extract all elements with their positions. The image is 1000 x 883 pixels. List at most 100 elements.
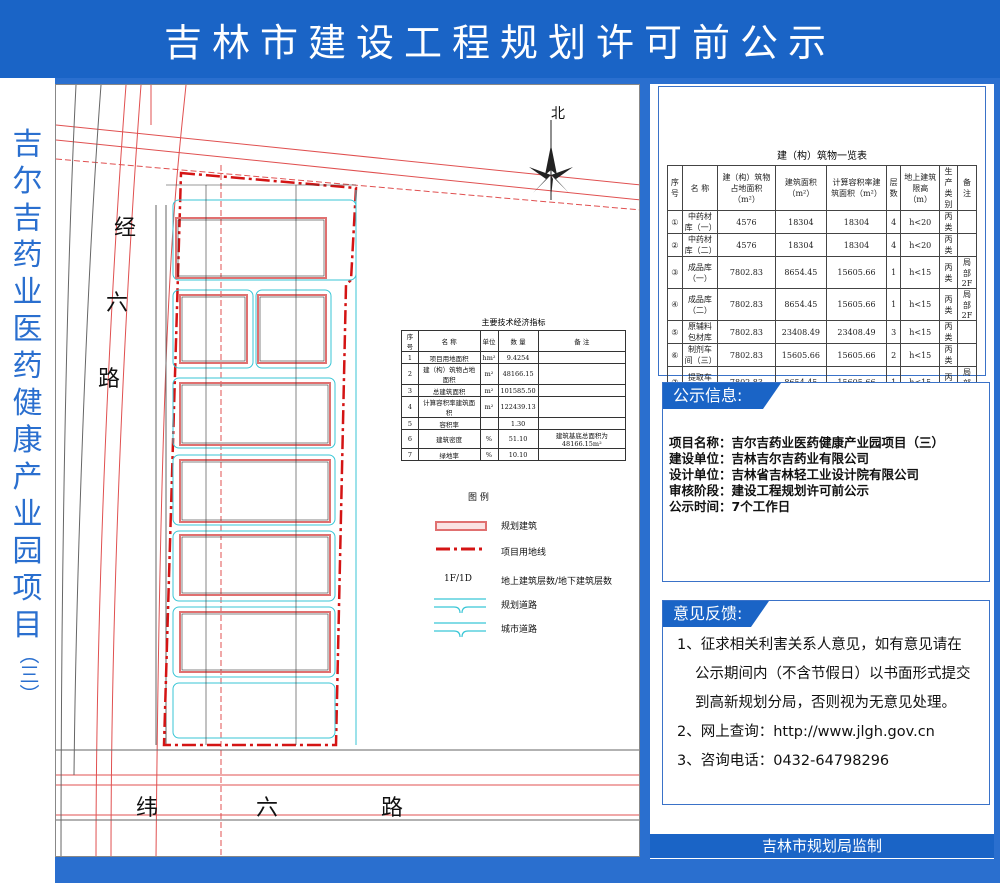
road-label-jing: 六 <box>106 291 129 316</box>
build-cell: 7802.83 <box>717 320 776 344</box>
build-cell: 制剂车间（三） <box>681 343 719 367</box>
build-cell: 8654.45 <box>774 256 828 289</box>
build-cell: h<15 <box>900 288 940 321</box>
feedback-box: 意见反馈: 1、征求相关利害关系人意见，如有意见请在公示期间内（不含节假日）以书… <box>662 600 990 805</box>
build-cell: 15605.66 <box>826 256 887 289</box>
tech-cell: 1.30 <box>497 417 539 430</box>
build-cell: 18304 <box>774 233 828 257</box>
tech-cell: 总建筑面积 <box>417 384 481 397</box>
build-header-cell: 备 注 <box>956 165 978 211</box>
title-char: 康 <box>12 423 43 458</box>
feedback-heading: 意见反馈: <box>663 601 769 627</box>
north-arrow-icon <box>529 120 573 200</box>
build-cell: 4 <box>885 210 902 234</box>
build-header-cell: 生产类别 <box>939 165 958 211</box>
legend-floor-symbol: 1F/1D <box>444 574 472 584</box>
build-header-cell: 地上建筑限高（m） <box>900 165 940 211</box>
build-cell: 丙类 <box>939 320 958 344</box>
feedback-line: 公示期间内（不含节假日）以书面形式提交 <box>695 666 971 682</box>
legend-item: 地上建筑层数/地下建筑层数 <box>501 577 613 587</box>
tech-cell: 容积率 <box>417 417 481 430</box>
build-cell: 4 <box>885 233 902 257</box>
info-line: 公示时间：7个工作日 <box>669 499 791 514</box>
info-lines: 项目名称：吉尔吉药业医药健康产业园项目（三）建设单位：吉林吉尔吉药业有限公司设计… <box>669 435 944 515</box>
build-cell: 15605.66 <box>826 343 887 367</box>
build-cell: 18304 <box>826 233 887 257</box>
building-table-title: 建（构）筑物一览表 <box>777 151 867 162</box>
title-char: 药 <box>12 238 43 273</box>
build-cell: 7802.83 <box>717 256 776 289</box>
tech-cell <box>537 351 627 364</box>
build-cell: 丙类 <box>939 233 958 257</box>
title-char: 尔 <box>12 164 43 199</box>
build-cell: h<15 <box>900 320 940 344</box>
tech-cell: 5 <box>401 417 419 430</box>
tech-cell: 建筑基底总面积为48166.15m² <box>537 429 627 449</box>
road-label-jing: 路 <box>98 367 121 392</box>
page-title: 吉林市建设工程规划许可前公示 <box>0 0 1000 78</box>
build-header-cell: 建筑面积（m²） <box>774 165 828 211</box>
tech-cell <box>537 417 627 430</box>
tech-cell: 4 <box>401 396 419 418</box>
info-heading: 公示信息: <box>663 383 781 409</box>
build-cell: ② <box>667 233 683 257</box>
info-line: 建设单位：吉林吉尔吉药业有限公司 <box>669 451 870 466</box>
tech-cell: 122439.13 <box>497 396 539 418</box>
build-cell: 成品库（二） <box>681 288 719 321</box>
build-header-cell: 名 称 <box>681 165 719 211</box>
tech-cell <box>537 384 627 397</box>
tech-cell: 6 <box>401 429 419 449</box>
build-cell <box>956 210 978 234</box>
title-char: 吉 <box>12 201 43 236</box>
title-char: 药 <box>12 349 43 384</box>
tech-header-cell: 单位 <box>479 330 499 352</box>
title-char: 业 <box>12 275 43 310</box>
tech-cell: m² <box>479 396 499 418</box>
build-cell: 1 <box>885 256 902 289</box>
road-label-wei: 六 <box>256 796 279 821</box>
build-cell <box>956 233 978 257</box>
tech-cell: 2 <box>401 363 419 385</box>
build-cell: h<20 <box>900 233 940 257</box>
build-cell: 中药材库（二） <box>681 233 719 257</box>
build-cell: 成品库（一） <box>681 256 719 289</box>
title-char: 目 <box>12 608 43 643</box>
tech-cell: 10.10 <box>497 448 539 461</box>
tech-cell: 1 <box>401 351 419 364</box>
tech-cell: % <box>479 429 499 449</box>
feedback-line: 到高新规划分局，否则视为无意见处理。 <box>695 695 956 711</box>
legend-building-symbol <box>435 521 487 531</box>
tech-cell <box>537 363 627 385</box>
legend-item: 项目用地线 <box>501 548 547 558</box>
build-cell: 23408.49 <box>826 320 887 344</box>
title-char: 业 <box>12 497 43 532</box>
build-cell: 4576 <box>717 233 776 257</box>
tech-header-cell: 数 量 <box>497 330 539 352</box>
tech-header-cell: 名 称 <box>417 330 481 352</box>
title-char: 吉 <box>12 127 43 162</box>
build-cell: 2 <box>885 343 902 367</box>
build-cell: ⑤ <box>667 320 683 344</box>
title-char: 医 <box>12 312 43 347</box>
build-header-cell: 计算容积率建筑面积（m²） <box>826 165 887 211</box>
build-cell: ③ <box>667 256 683 289</box>
title-char: 健 <box>12 386 43 421</box>
build-cell: 4576 <box>717 210 776 234</box>
build-cell: 丙类 <box>939 210 958 234</box>
building-table-box: 建（构）筑物一览表 序号名 称建（构）筑物占地面积（m²）建筑面积（m²）计算容… <box>658 86 986 417</box>
tech-header-cell: 序号 <box>401 330 419 352</box>
title-char: （三） <box>16 644 40 704</box>
tech-cell: 48166.15 <box>497 363 539 385</box>
title-char: 项 <box>12 571 43 606</box>
site-boundary-line <box>162 171 358 747</box>
tech-cell <box>537 448 627 461</box>
tech-cell: hm² <box>479 351 499 364</box>
